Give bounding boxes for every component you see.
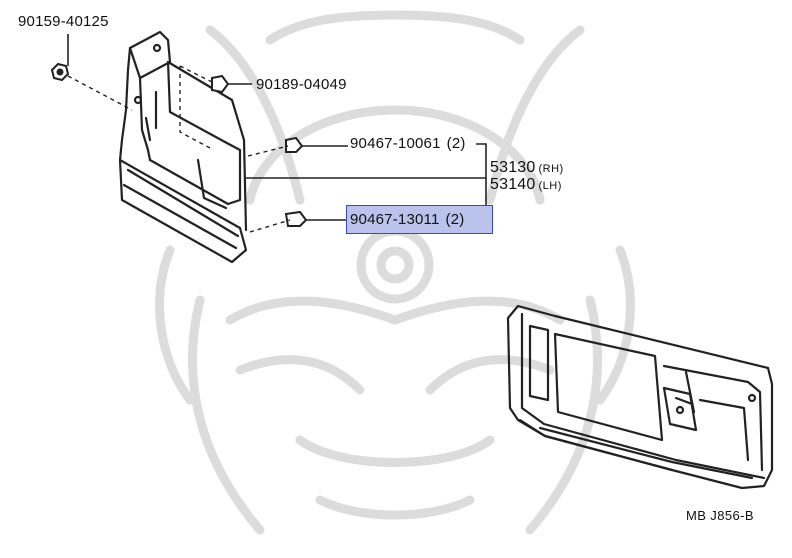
lamp-frame-upper <box>118 30 248 264</box>
assembly-number: 53140 <box>490 176 536 193</box>
part-number: 90189-04049 <box>256 76 347 93</box>
watermark-emblem <box>155 10 635 535</box>
assembly-number: 53130 <box>490 159 536 176</box>
callout-90467-13011[interactable]: 90467-13011 (2) <box>350 212 464 227</box>
part-number: 90159-40125 <box>18 13 109 30</box>
fastener-clip-a <box>211 74 230 94</box>
fastener-clip-c <box>284 210 308 227</box>
fastener-clip-b <box>285 136 304 153</box>
part-number: 90467-10061 <box>350 135 441 152</box>
side-label: (RH) <box>538 163 564 175</box>
quantity: (2) <box>445 211 465 228</box>
part-number: 90467-13011 <box>350 211 440 228</box>
callout-90189-04049[interactable]: 90189-04049 <box>256 77 347 92</box>
lamp-assembly-lower <box>506 304 774 490</box>
side-label: (LH) <box>538 180 562 192</box>
figure-code: MB J856-B <box>686 508 754 523</box>
assembly-rh[interactable]: 53130(RH) <box>490 160 564 176</box>
highlight-box <box>346 205 493 234</box>
quantity: (2) <box>446 135 466 152</box>
callout-90159-40125[interactable]: 90159-40125 <box>18 14 109 29</box>
fastener-nut <box>50 62 70 82</box>
assembly-guide-lines <box>67 65 291 233</box>
assembly-lh[interactable]: 53140(LH) <box>490 177 562 193</box>
callout-90467-10061[interactable]: 90467-10061 (2) <box>350 136 466 151</box>
